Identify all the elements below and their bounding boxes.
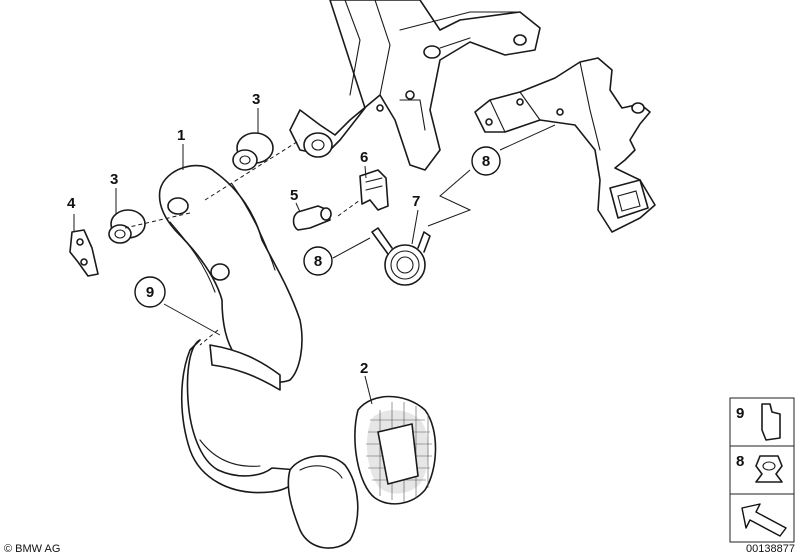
callout-8-upper: 8 [471,146,501,176]
pedal-pad-cover [354,395,437,505]
retaining-clip [69,229,99,277]
leader-lines [73,108,556,405]
callout-8-lower: 8 [303,246,333,276]
callout-number: 3 [252,91,260,108]
return-spring [371,227,431,286]
bushing-lower [108,209,146,244]
callout-number: 2 [360,360,368,377]
callout-5: 5 [290,187,298,204]
callout-4: 4 [67,195,76,212]
legend-box-arrow [729,493,795,543]
callout-number: 3 [110,171,118,188]
callout-number: 8 [314,253,322,270]
callout-9: 9 [134,276,166,308]
callout-number: 5 [290,187,298,204]
diagram-number: 00138877 [746,543,795,555]
callout-number: 6 [360,149,368,166]
callout-7: 7 [412,193,420,210]
legend-number-9: 9 [736,405,744,422]
callout-3-lower: 3 [110,171,118,188]
callout-3-upper: 3 [252,91,260,108]
callout-number: 7 [412,193,420,210]
legend-number-8: 8 [736,453,744,470]
pedal-arm [158,164,303,494]
callout-2: 2 [360,360,368,377]
bushing-upper [232,132,274,171]
switch-bracket [474,57,656,233]
spring-clip [359,169,389,211]
callout-number: 8 [482,153,490,170]
callout-number: 4 [67,195,76,212]
pedal-foot-pad [287,455,359,549]
callout-number: 9 [146,284,154,301]
callout-1: 1 [177,127,185,144]
callout-6: 6 [360,149,368,166]
arrow-icon [741,503,787,537]
legend-panel: 9 8 [729,397,795,543]
pedal-pin [292,205,332,231]
pedal-bracket [289,0,541,171]
callout-number: 1 [177,127,185,144]
copyright-text: © BMW AG [4,543,60,555]
